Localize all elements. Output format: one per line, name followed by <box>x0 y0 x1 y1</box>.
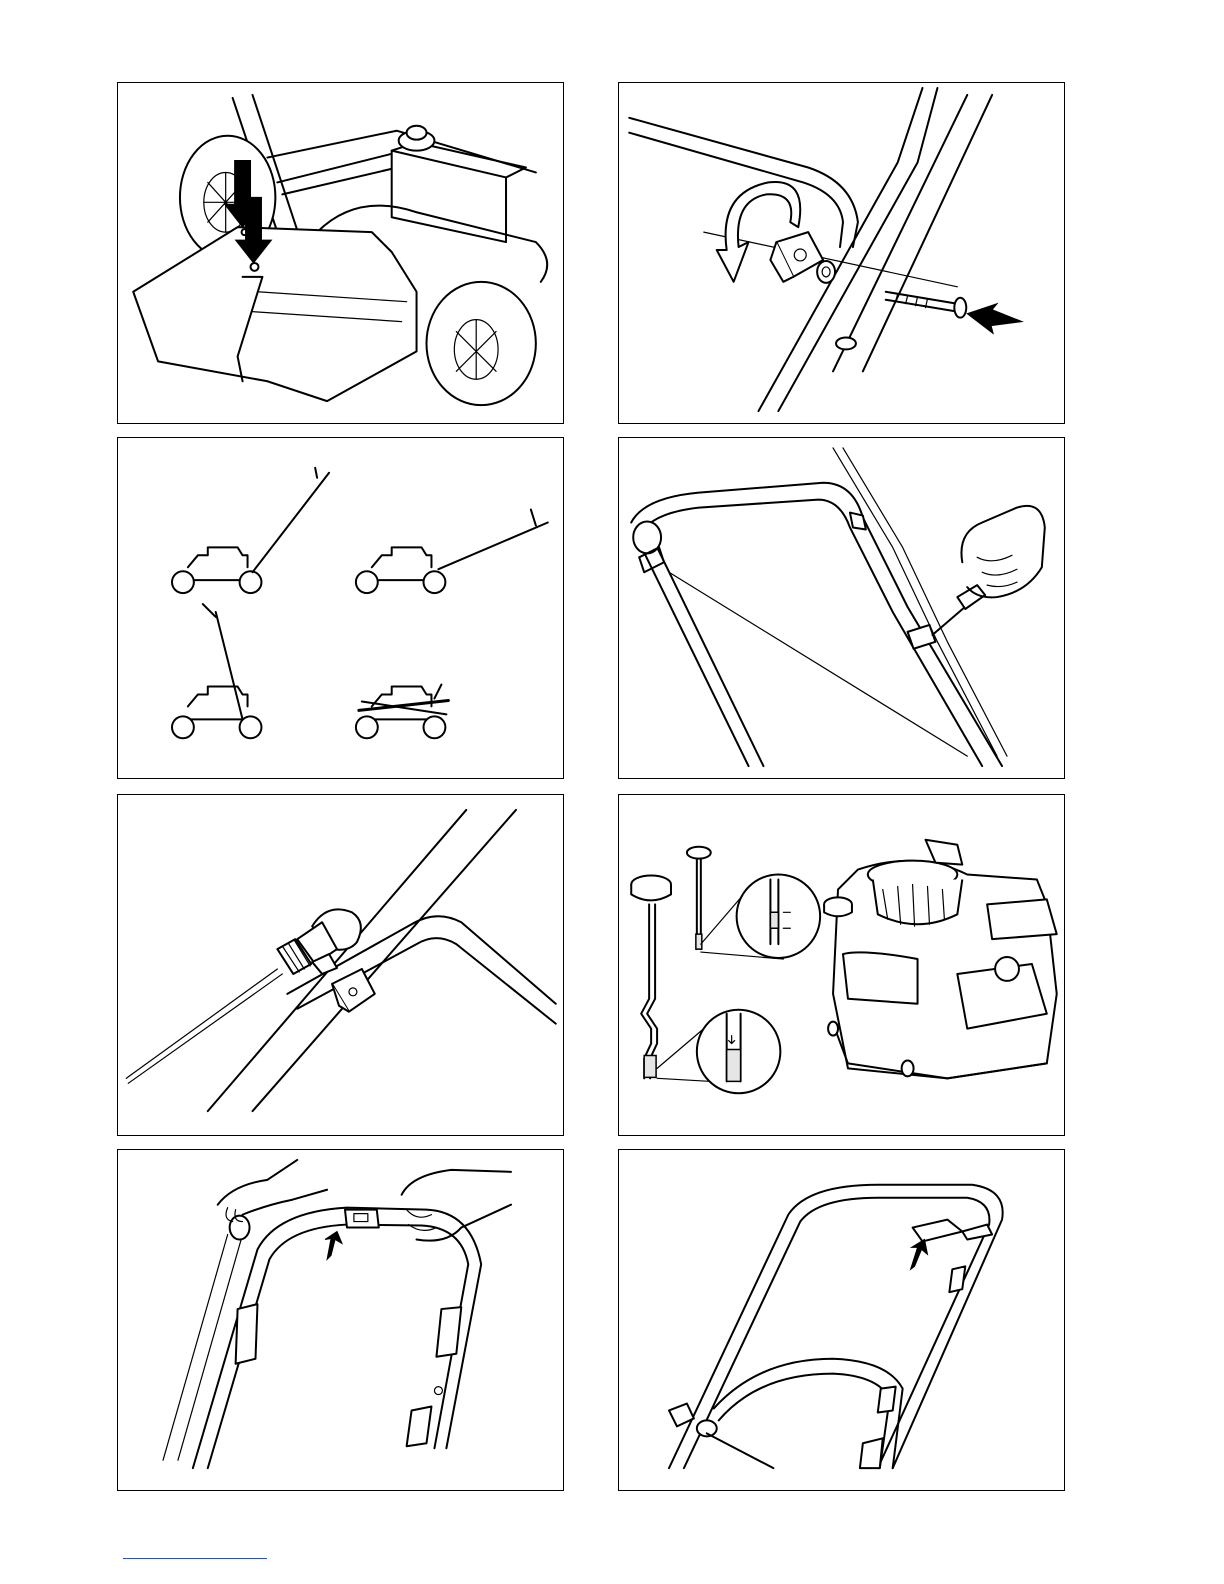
panel-handle-bar-arrow-grip <box>117 1149 564 1491</box>
panel-handle-height-positions <box>117 437 564 779</box>
handle-grip-drawing <box>118 1150 563 1490</box>
panel-grass-bag-mounting <box>117 82 564 424</box>
mower-position-2 <box>356 510 548 594</box>
panel-handle-bar-lever-arrow <box>618 1149 1065 1491</box>
up-arrow-icon <box>325 1232 342 1260</box>
cable-knob-drawing <box>118 795 563 1135</box>
right-arrow-icon <box>967 304 1022 334</box>
panel-oil-dipstick-check <box>618 794 1065 1136</box>
panel-cable-clip-fastening <box>618 437 1065 779</box>
mower-position-3 <box>172 604 261 738</box>
footer-rule <box>123 1558 267 1559</box>
mower-position-1 <box>172 468 329 593</box>
handle-knob-bolt-drawing <box>619 83 1064 423</box>
grass-bag-mounting-drawing <box>118 83 563 423</box>
handle-height-positions-drawing <box>118 438 563 778</box>
mower-position-4 <box>356 685 448 739</box>
up-arrow-icon <box>911 1239 928 1269</box>
cable-clip-drawing <box>619 438 1064 778</box>
handle-lever-drawing <box>619 1150 1064 1490</box>
oil-dipstick-drawing <box>619 795 1064 1135</box>
panel-cable-knob-on-handle <box>117 794 564 1136</box>
panel-handle-knob-bolt-assembly <box>618 82 1065 424</box>
